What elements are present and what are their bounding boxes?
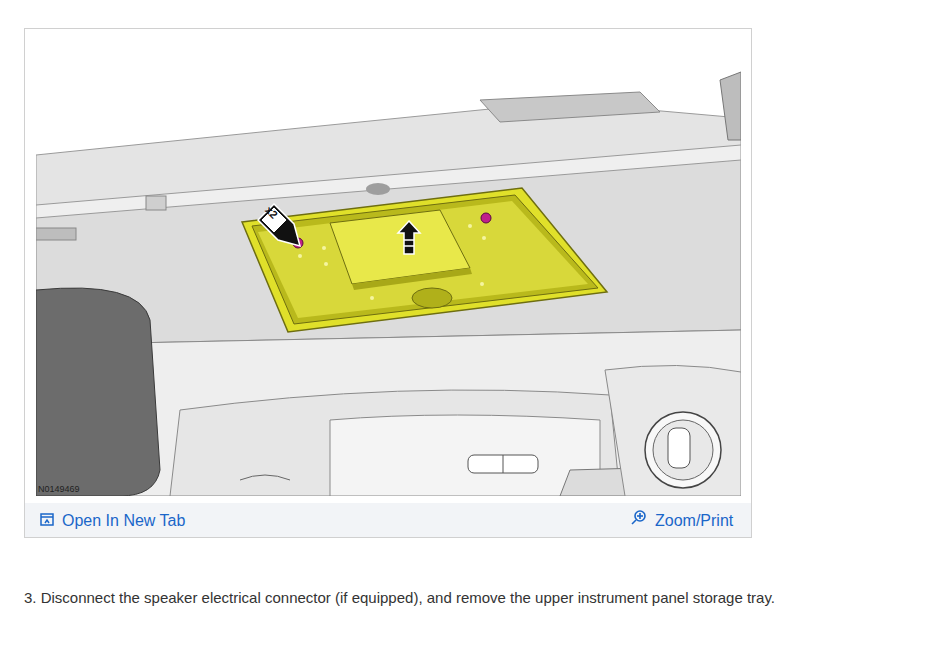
callout-arrow-marker [258, 204, 300, 246]
open-tab-link: Open In New Tab [62, 511, 185, 530]
new-tab-icon [41, 514, 53, 525]
storage-tray [242, 188, 607, 332]
figure-number: N0149469 [38, 484, 80, 495]
zoom-print-link: Zoom/Print [655, 511, 733, 530]
zoom-icon [632, 511, 645, 524]
dashboard-illustration [36, 40, 741, 496]
lift-arrow-symbol [398, 221, 420, 254]
step-instruction: 3. Disconnect the speaker electrical con… [24, 589, 775, 607]
